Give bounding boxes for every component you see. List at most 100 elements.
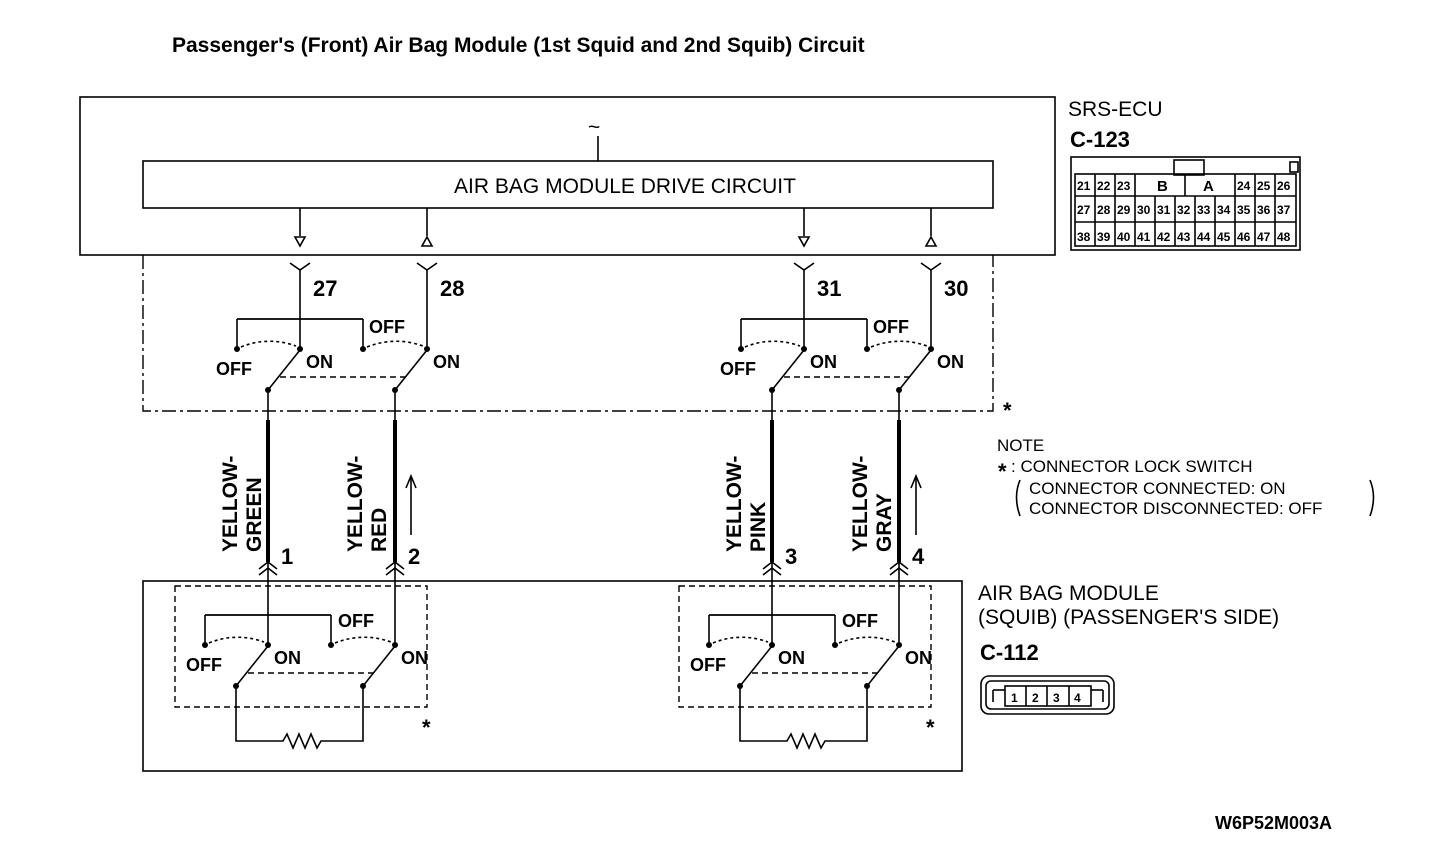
svg-text:ON: ON: [401, 648, 428, 668]
svg-text:GREEN: GREEN: [243, 477, 266, 552]
ecu-switch-labels: OFF OFF ON ON OFF OFF ON ON: [216, 317, 964, 379]
module-terminal-1: 1: [281, 544, 293, 569]
svg-text:PINK: PINK: [747, 502, 770, 552]
svg-text:ON: ON: [274, 648, 301, 668]
svg-text:YELLOW-: YELLOW-: [849, 456, 872, 552]
svg-text:CONNECTOR DISCONNECTED: OFF: CONNECTOR DISCONNECTED: OFF: [1029, 499, 1322, 518]
svg-text:28: 28: [1097, 203, 1111, 217]
svg-text:GRAY: GRAY: [873, 493, 896, 552]
svg-text:OFF: OFF: [216, 359, 252, 379]
module-connector-face: 1 2 3 4: [980, 675, 1115, 715]
harness-wires: [266, 390, 901, 562]
drive-outputs: [293, 208, 938, 248]
ecu-terminal-28: 28: [440, 276, 464, 301]
asterisk-ecu: *: [1003, 398, 1012, 423]
svg-text:*: *: [998, 459, 1007, 484]
module-connector-id: C-112: [980, 640, 1039, 665]
ecu-terminal-30: 30: [944, 276, 968, 301]
svg-text:ON: ON: [810, 352, 837, 372]
module-name-line1: AIR BAG MODULE: [978, 582, 1159, 605]
svg-text:OFF: OFF: [720, 359, 756, 379]
svg-text:41: 41: [1137, 230, 1151, 244]
svg-text:45: 45: [1217, 230, 1231, 244]
ecu-terminal-31: 31: [817, 276, 841, 301]
svg-text:2: 2: [1032, 691, 1039, 705]
svg-text:25: 25: [1257, 179, 1271, 193]
svg-text:42: 42: [1157, 230, 1171, 244]
module-terminal-4: 4: [912, 544, 925, 569]
ecu-name: SRS-ECU: [1068, 98, 1163, 121]
svg-text:23: 23: [1117, 179, 1131, 193]
svg-text:33: 33: [1197, 203, 1211, 217]
svg-text:CONNECTOR CONNECTED: ON: CONNECTOR CONNECTED: ON: [1029, 479, 1286, 498]
svg-text:29: 29: [1117, 203, 1131, 217]
svg-text:ON: ON: [778, 648, 805, 668]
squib-resistor-left: [235, 686, 364, 751]
squib-resistor-right: [739, 686, 868, 751]
svg-text:21: 21: [1077, 179, 1091, 193]
module-name-line2: (SQUIB) (PASSENGER'S SIDE): [978, 606, 1279, 629]
svg-text:B: B: [1157, 178, 1168, 195]
svg-text:27: 27: [1077, 203, 1091, 217]
svg-text:38: 38: [1077, 230, 1091, 244]
svg-text:: CONNECTOR LOCK SWITCH: : CONNECTOR LOCK SWITCH: [1011, 457, 1252, 476]
ecu-terminal-27: 27: [313, 276, 337, 301]
svg-text:ON: ON: [306, 352, 333, 372]
svg-text:YELLOW-: YELLOW-: [344, 456, 367, 552]
ecu-connector-lock-enclosure: [142, 255, 994, 412]
svg-text:40: 40: [1117, 230, 1131, 244]
svg-text:36: 36: [1257, 203, 1271, 217]
module-switch-labels: OFF OFF ON ON OFF OFF ON ON: [186, 611, 932, 675]
svg-text:ON: ON: [433, 352, 460, 372]
drive-circuit-box: [142, 160, 994, 209]
svg-text:1: 1: [1011, 691, 1018, 705]
svg-text:39: 39: [1097, 230, 1111, 244]
asterisk-module-left: *: [422, 715, 431, 740]
module-lock-enclosure-left: [174, 585, 428, 708]
current-arrows: [405, 473, 922, 535]
svg-text:RED: RED: [368, 508, 391, 552]
svg-text:48: 48: [1277, 230, 1291, 244]
svg-text:YELLOW-: YELLOW-: [723, 456, 746, 552]
svg-text:31: 31: [1157, 203, 1171, 217]
svg-text:ON: ON: [905, 648, 932, 668]
wire-label-1: YELLOW- GREEN: [219, 456, 266, 552]
wire-label-4: YELLOW- GRAY: [849, 456, 896, 552]
ecu-terminal-marks: [289, 262, 942, 349]
svg-text:OFF: OFF: [338, 611, 374, 631]
module-terminal-marks: [258, 560, 909, 645]
svg-text:24: 24: [1237, 179, 1251, 193]
ecu-connector-face: 21 22 23 B A 24 25 26 27 28 29 30 31 32 …: [1070, 156, 1301, 251]
diagram-title: Passenger's (Front) Air Bag Module (1st …: [172, 34, 865, 57]
svg-text:OFF: OFF: [873, 317, 909, 337]
svg-text:YELLOW-: YELLOW-: [219, 456, 242, 552]
svg-text:OFF: OFF: [369, 317, 405, 337]
wire-label-2: YELLOW- RED: [344, 456, 391, 552]
svg-text:OFF: OFF: [186, 655, 222, 675]
svg-text:34: 34: [1217, 203, 1231, 217]
svg-text:OFF: OFF: [690, 655, 726, 675]
module-terminal-3: 3: [785, 544, 797, 569]
svg-text:30: 30: [1137, 203, 1151, 217]
module-lock-enclosure-right: [678, 585, 932, 708]
svg-text:46: 46: [1237, 230, 1251, 244]
srs-ecu-box: [79, 96, 1056, 256]
svg-text:35: 35: [1237, 203, 1251, 217]
svg-text:47: 47: [1257, 230, 1271, 244]
drive-circuit-label: AIR BAG MODULE DRIVE CIRCUIT: [454, 175, 796, 198]
svg-text:A: A: [1203, 178, 1214, 195]
air-bag-module-box: [142, 580, 963, 772]
svg-text:37: 37: [1277, 203, 1291, 217]
svg-text:22: 22: [1097, 179, 1111, 193]
ecu-connector-id: C-123: [1070, 127, 1130, 152]
note-block: NOTE * : CONNECTOR LOCK SWITCH CONNECTOR…: [997, 436, 1375, 518]
svg-text:4: 4: [1074, 691, 1081, 705]
svg-text:32: 32: [1177, 203, 1191, 217]
svg-text:NOTE: NOTE: [997, 436, 1044, 455]
asterisk-module-right: *: [926, 715, 935, 740]
svg-text:3: 3: [1053, 691, 1060, 705]
module-terminal-2: 2: [408, 544, 420, 569]
svg-text:43: 43: [1177, 230, 1191, 244]
tilde-symbol: ~: [588, 116, 600, 139]
